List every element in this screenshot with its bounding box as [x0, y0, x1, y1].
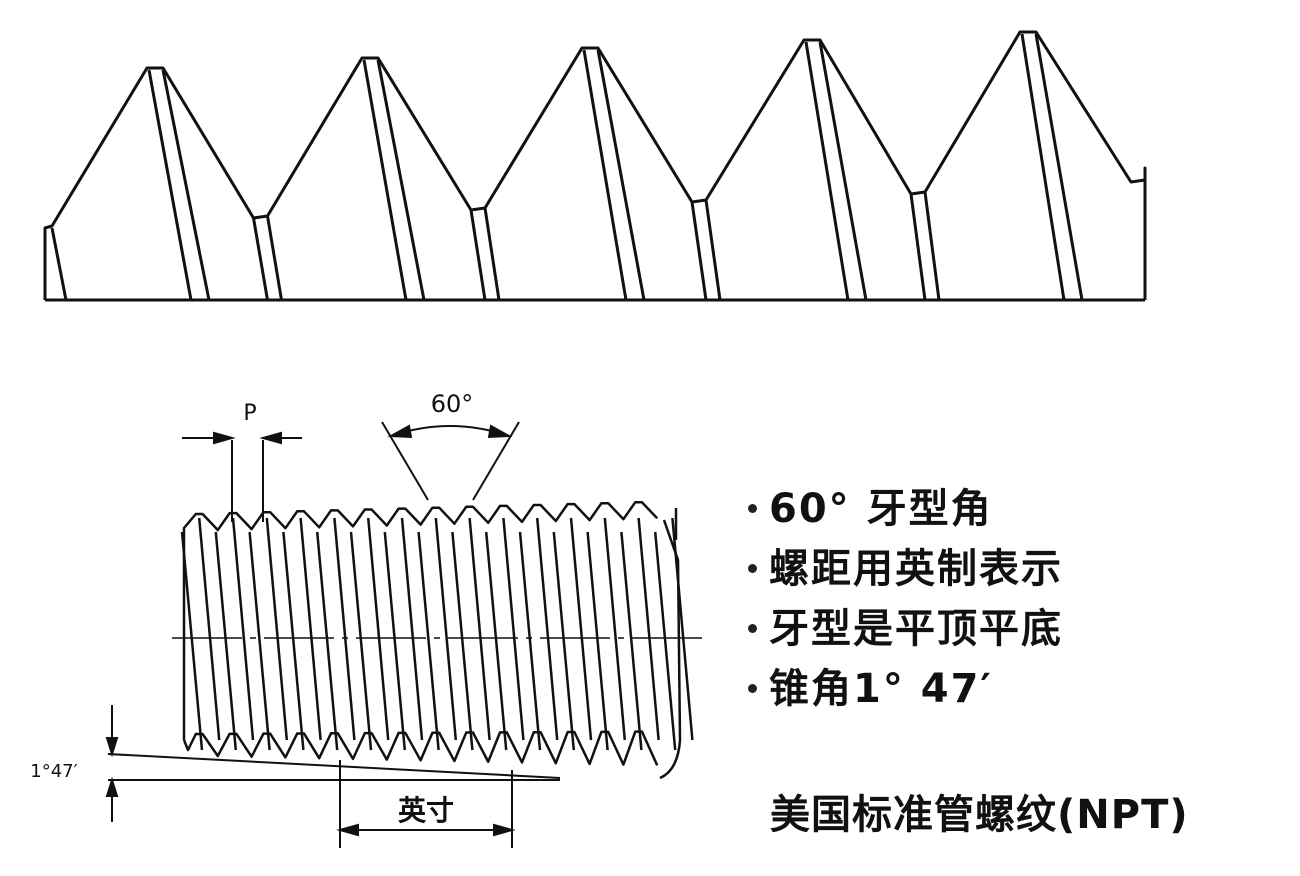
taper-angle-dimension: [105, 705, 561, 822]
helix-line: [197, 517, 221, 741]
helix-line: [214, 531, 238, 751]
helix-line: [923, 191, 941, 301]
helix-line: [147, 69, 193, 301]
helix-line: [483, 207, 501, 301]
helix-line: [804, 41, 850, 301]
helix-line: [603, 517, 627, 741]
helix-line: [1020, 33, 1066, 301]
helix-line: [818, 41, 868, 301]
helix-line: [596, 49, 646, 301]
helix-line: [180, 531, 204, 751]
helix-line: [620, 531, 643, 751]
helix-line: [333, 517, 356, 741]
feature-item: 螺距用英制表示: [748, 544, 1063, 604]
helix-line: [518, 531, 542, 751]
gauge-length-dimension: [336, 760, 516, 848]
bullet-icon: [748, 683, 757, 693]
helix-line: [231, 517, 255, 741]
helix-line: [451, 531, 474, 751]
helix-line: [376, 59, 426, 301]
bullet-icon: [748, 623, 757, 633]
pitch-dimension: [182, 431, 302, 522]
helix-line: [383, 531, 407, 751]
thread-angle-dimension: [381, 421, 520, 501]
helix-line: [265, 517, 289, 741]
helix-line: [909, 193, 927, 301]
pitch-label: P: [243, 401, 256, 426]
helix-line: [484, 531, 508, 751]
helix-line: [552, 531, 576, 751]
helix-line: [161, 69, 211, 301]
diagram-title: 美国标准管螺纹(NPT): [770, 792, 1189, 838]
helix-line: [50, 227, 68, 301]
helix-line: [535, 517, 559, 741]
helix-line: [502, 517, 525, 741]
helix-line: [586, 531, 609, 751]
helix-line: [469, 209, 487, 301]
helix-line: [671, 517, 694, 741]
feature-item: 牙型是平顶平底: [748, 604, 1063, 664]
feature-item: 60° 牙型角: [748, 484, 1063, 544]
enlarged-thread-profile: [43, 30, 1147, 302]
helix-line: [582, 49, 628, 301]
helix-line: [434, 517, 458, 741]
helix-line: [637, 517, 660, 741]
helix-line: [569, 517, 593, 741]
helix-line: [690, 201, 708, 301]
helix-line: [366, 517, 390, 741]
top-thread-outline: [182, 501, 659, 540]
bullet-icon: [748, 563, 757, 573]
helix-line: [653, 531, 677, 751]
helix-line: [248, 531, 271, 751]
helix-line: [299, 517, 322, 741]
helix-line: [704, 199, 722, 301]
helix-line: [417, 531, 440, 751]
helix-line: [468, 517, 491, 741]
helix-line: [400, 517, 424, 741]
taper-angle-label: 1°47′: [30, 761, 77, 782]
helix-line: [252, 217, 269, 301]
helix-line: [349, 531, 373, 751]
feature-list: 60° 牙型角 螺距用英制表示 牙型是平顶平底 锥角1° 47′: [748, 484, 1063, 724]
profile-outline: [43, 30, 1147, 300]
feature-item: 锥角1° 47′: [748, 664, 1063, 724]
helix-line: [282, 531, 305, 751]
helix-line: [362, 59, 408, 301]
thread-angle-label: 60°: [431, 390, 474, 418]
bullet-icon: [748, 503, 757, 513]
helix-line: [1034, 33, 1084, 301]
gauge-length-label: 英寸: [398, 794, 454, 827]
tapered-pipe-thread: [172, 501, 706, 780]
pipe-right-end: [659, 519, 682, 780]
helix-line: [266, 215, 283, 301]
helix-line: [315, 531, 339, 751]
